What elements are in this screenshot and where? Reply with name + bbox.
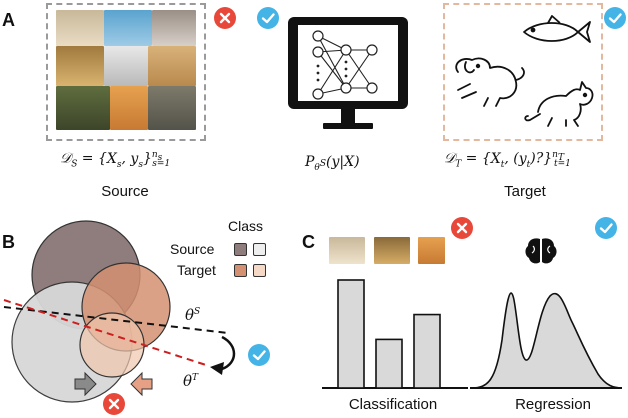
- theta-s-label: θS: [185, 306, 200, 324]
- classification-label: Classification: [318, 396, 468, 413]
- regression-label: Regression: [478, 396, 628, 413]
- regression-density-plot: [468, 270, 628, 400]
- classification-bar-chart: [318, 270, 478, 400]
- cross-icon: [103, 393, 125, 415]
- target-formula: 𝒟T = {Xt, (yt)?}nTt=1: [444, 150, 571, 169]
- panel-c-check-badge: [595, 217, 617, 239]
- legend-source-swatch-filled: [234, 243, 247, 256]
- target-arrow-icon: [131, 373, 152, 395]
- legend-target-label: Target: [177, 262, 216, 278]
- legend-target-swatch-filled: [234, 264, 247, 277]
- legend-source-label: Source: [170, 241, 214, 257]
- target-circle-bottom: [80, 313, 144, 377]
- model-formula: PθS(y|X): [305, 154, 360, 173]
- legend-target-swatch-light: [253, 264, 266, 277]
- legend-title: Class: [228, 218, 263, 234]
- classification-bar-1: [338, 280, 364, 388]
- target-animal-sketches: [0, 0, 628, 160]
- classification-bar-3: [414, 315, 440, 388]
- density-curve: [472, 293, 622, 388]
- brain-icon: [524, 236, 558, 266]
- panel-c-label: C: [302, 232, 315, 253]
- check-icon: [248, 344, 270, 366]
- check-icon: [595, 217, 617, 239]
- classification-bar-2: [376, 339, 402, 388]
- target-caption: Target: [480, 183, 570, 200]
- thumb-fish: [374, 237, 410, 264]
- source-formula: 𝒟S = {Xs, ys}nss=1: [60, 150, 170, 169]
- theta-t-label: θT: [183, 372, 198, 390]
- source-caption: Source: [80, 183, 170, 200]
- cross-icon: [451, 217, 473, 239]
- panel-c-cross-badge: [451, 217, 473, 239]
- legend-source-swatch-light: [253, 243, 266, 256]
- dog-outline-icon: [456, 58, 524, 106]
- thumb-puppy: [329, 237, 365, 264]
- fish-outline-icon: [524, 16, 590, 42]
- cat-outline-icon: [525, 82, 592, 126]
- thumb-cat: [418, 237, 445, 264]
- rotation-arrow-icon: [222, 337, 234, 369]
- panel-b-cross-badge: [103, 393, 125, 415]
- panel-b-check-badge: [248, 344, 270, 366]
